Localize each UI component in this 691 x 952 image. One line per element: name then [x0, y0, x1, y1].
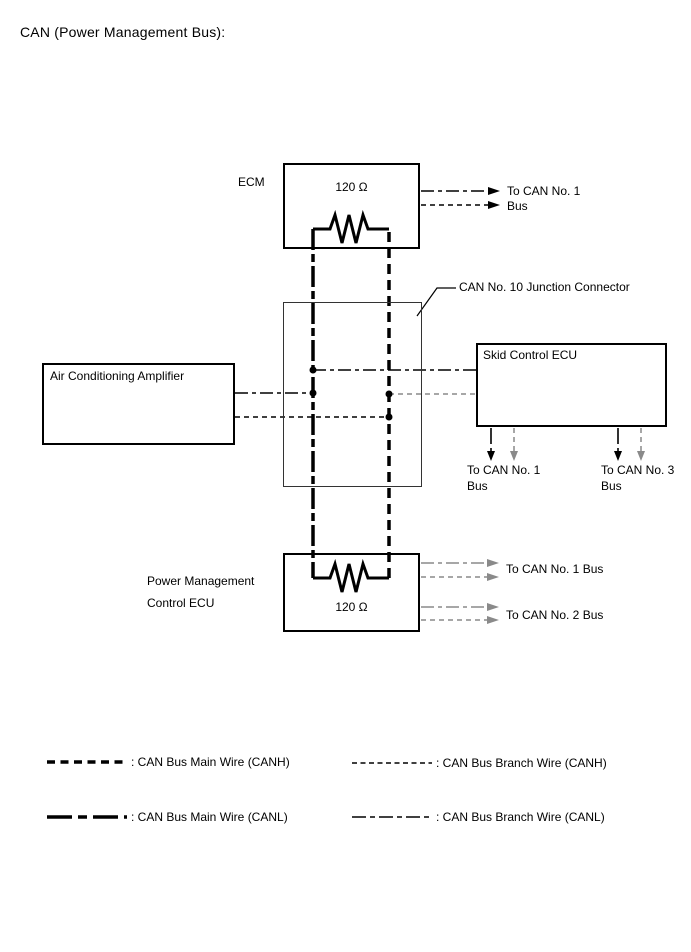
skid-can3-canh-arrow: [637, 428, 645, 461]
pm-resistor: [313, 558, 389, 593]
branch-canl-line-sample-icon: [352, 816, 432, 818]
skid-right-arrow-label-line2: Bus: [601, 479, 622, 493]
junction-connector-box: [283, 302, 422, 487]
pm-can2-arrow-label: To CAN No. 2 Bus: [506, 608, 604, 622]
main-canl-line-sample-icon: [47, 815, 127, 819]
skid-control-box: [476, 343, 667, 427]
pm-ecu-label-line1: Power Management: [147, 574, 255, 588]
ecm-label: ECM: [238, 175, 265, 189]
pm-to-can1-canl-arrow: [421, 559, 499, 567]
junction-connector-label: CAN No. 10 Junction Connector: [459, 280, 630, 294]
pm-resistor-value: 120 Ω: [335, 600, 368, 614]
junction-dot-canl-skid: [309, 366, 317, 374]
junction-dot-canl-ac: [309, 389, 317, 397]
ecm-box: [283, 163, 420, 249]
skid-can1-canh-arrow: [510, 428, 518, 461]
diagram-title: CAN (Power Management Bus):: [20, 24, 226, 40]
branch-canh-line-sample-icon: [352, 762, 432, 764]
skid-left-arrow-label-line1: To CAN No. 1: [467, 463, 541, 477]
junction-dot-canh-skid: [385, 390, 393, 398]
skid-can1-canl-arrow: [487, 428, 495, 461]
legend-main-canh: : CAN Bus Main Wire (CANH): [46, 755, 290, 769]
pm-to-can1-canh-arrow: [421, 573, 499, 581]
legend-branch-canl: : CAN Bus Branch Wire (CANL): [351, 810, 605, 824]
junction-dot-canh-ac: [385, 413, 393, 421]
pm-ecu-label: Power Management Control ECU: [147, 570, 254, 614]
pm-ecu-label-line2: Control ECU: [147, 596, 215, 610]
ecm-arrow-label-line1: To CAN No. 1: [507, 184, 581, 198]
legend-branch-canl-label: : CAN Bus Branch Wire (CANL): [436, 810, 605, 824]
main-canh-line-sample-icon: [47, 760, 127, 764]
skid-control-label: Skid Control ECU: [483, 348, 578, 362]
ecm-resistor-value: 120 Ω: [335, 180, 368, 194]
ecm-resistor: [313, 209, 389, 244]
legend-branch-canh: : CAN Bus Branch Wire (CANH): [351, 756, 607, 770]
skid-right-arrow-label-line1: To CAN No. 3: [601, 463, 675, 477]
legend-main-canl: : CAN Bus Main Wire (CANL): [46, 810, 288, 824]
pm-can1-arrow-label: To CAN No. 1 Bus: [506, 562, 604, 576]
ecm-arrow-label-line2: Bus: [507, 199, 528, 213]
pm-to-can2-canl-arrow: [421, 603, 499, 611]
ac-amplifier-box: [42, 363, 235, 445]
legend-main-canh-label: : CAN Bus Main Wire (CANH): [131, 755, 290, 769]
legend-main-canl-label: : CAN Bus Main Wire (CANL): [131, 810, 288, 824]
ac-amplifier-label: Air Conditioning Amplifier: [50, 369, 185, 383]
legend-branch-canh-label: : CAN Bus Branch Wire (CANH): [436, 756, 607, 770]
skid-can3-canl-arrow: [614, 428, 622, 461]
skid-left-arrow-label-line2: Bus: [467, 479, 488, 493]
ecm-to-can1-canh-arrow: [421, 201, 500, 209]
junction-label-leader: [416, 287, 456, 317]
pm-ecu-box: [283, 553, 420, 632]
ecm-to-can1-canl-arrow: [421, 187, 500, 195]
pm-to-can2-canh-arrow: [421, 616, 499, 624]
